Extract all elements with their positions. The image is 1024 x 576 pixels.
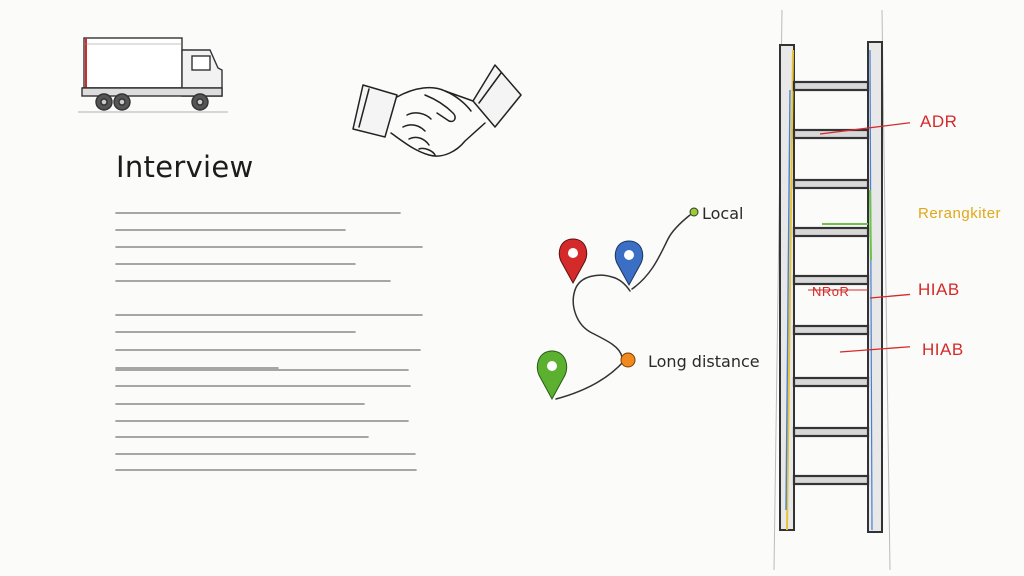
handshake-icon (352, 64, 522, 157)
local-dot (689, 207, 699, 217)
route-map (536, 207, 699, 401)
long-distance-label: Long distance (648, 352, 760, 371)
map-pin-icon (614, 240, 644, 287)
reg-label: Rerangkiter (918, 205, 1002, 222)
truck-icon (78, 37, 228, 113)
document-heading: Interview (116, 150, 254, 184)
map-pin-icon (558, 238, 588, 285)
adr-label: ADR (920, 112, 958, 131)
rung-scribble-label: NRoR (812, 284, 850, 299)
hiab-label-1: HIAB (918, 280, 960, 299)
long-distance-dot (620, 352, 636, 368)
hiab-label-2: HIAB (922, 340, 964, 359)
document-text-lines (115, 212, 423, 471)
local-label: Local (702, 204, 744, 223)
ladder-icon (773, 10, 910, 570)
map-pin-icon (536, 350, 568, 401)
